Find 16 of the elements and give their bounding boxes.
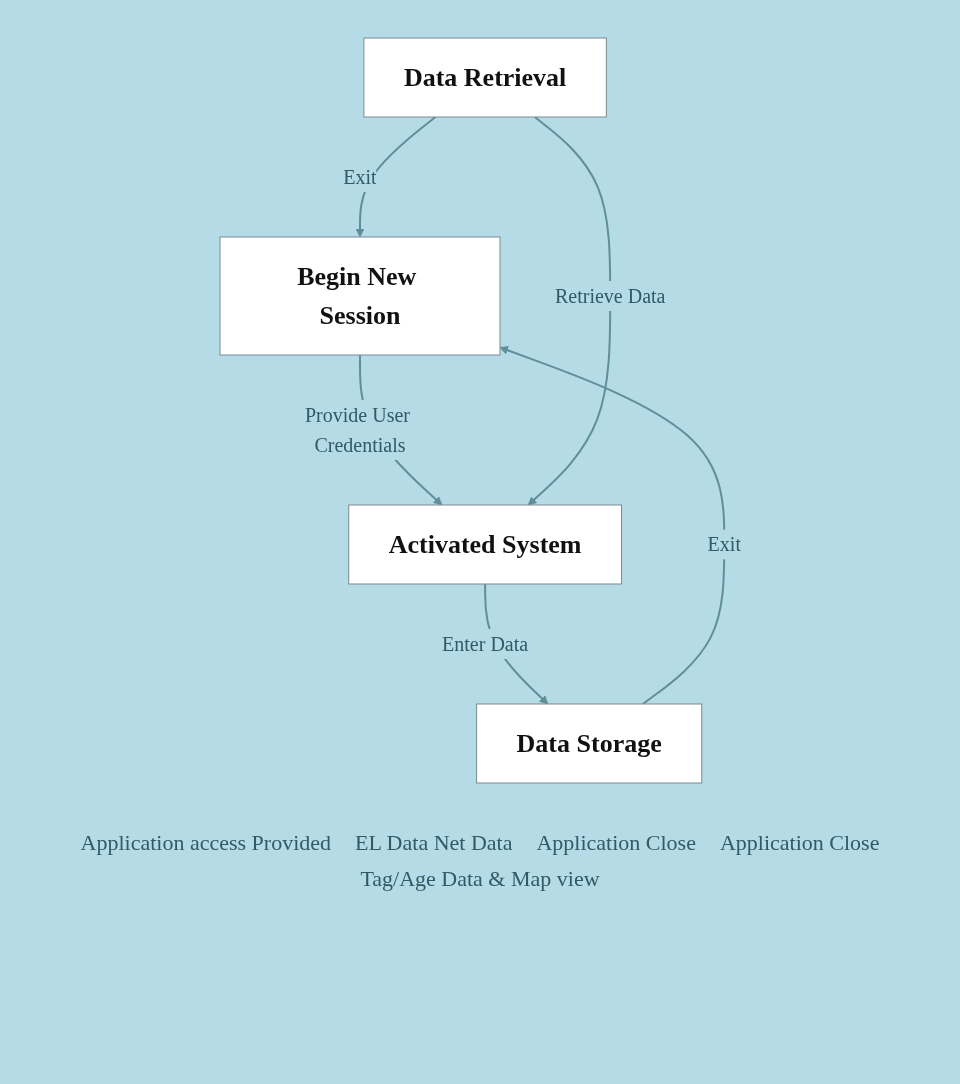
arrow — [527, 115, 611, 505]
edge-label: Exit — [342, 165, 377, 188]
node-box: Data Retrieval — [362, 37, 607, 117]
node-box: Begin New Session — [219, 236, 500, 355]
edge-label: Enter Data — [441, 632, 528, 655]
note-text: Application access Provided — [80, 830, 332, 856]
node-box: Data Storage — [475, 703, 702, 783]
note-text: Application Close — [536, 830, 696, 856]
arrow — [499, 345, 725, 705]
edge-label: Retrieve Data — [554, 284, 666, 307]
edge-label: Exit — [707, 532, 741, 555]
node-box: Activated System — [347, 504, 622, 584]
note-text: EL Data Net Data — [355, 830, 513, 856]
note-text: Tag/Age Data & Map view — [360, 866, 600, 892]
note-text: Application Close — [719, 830, 880, 856]
edge-label: Provide User Credentials — [304, 403, 410, 456]
